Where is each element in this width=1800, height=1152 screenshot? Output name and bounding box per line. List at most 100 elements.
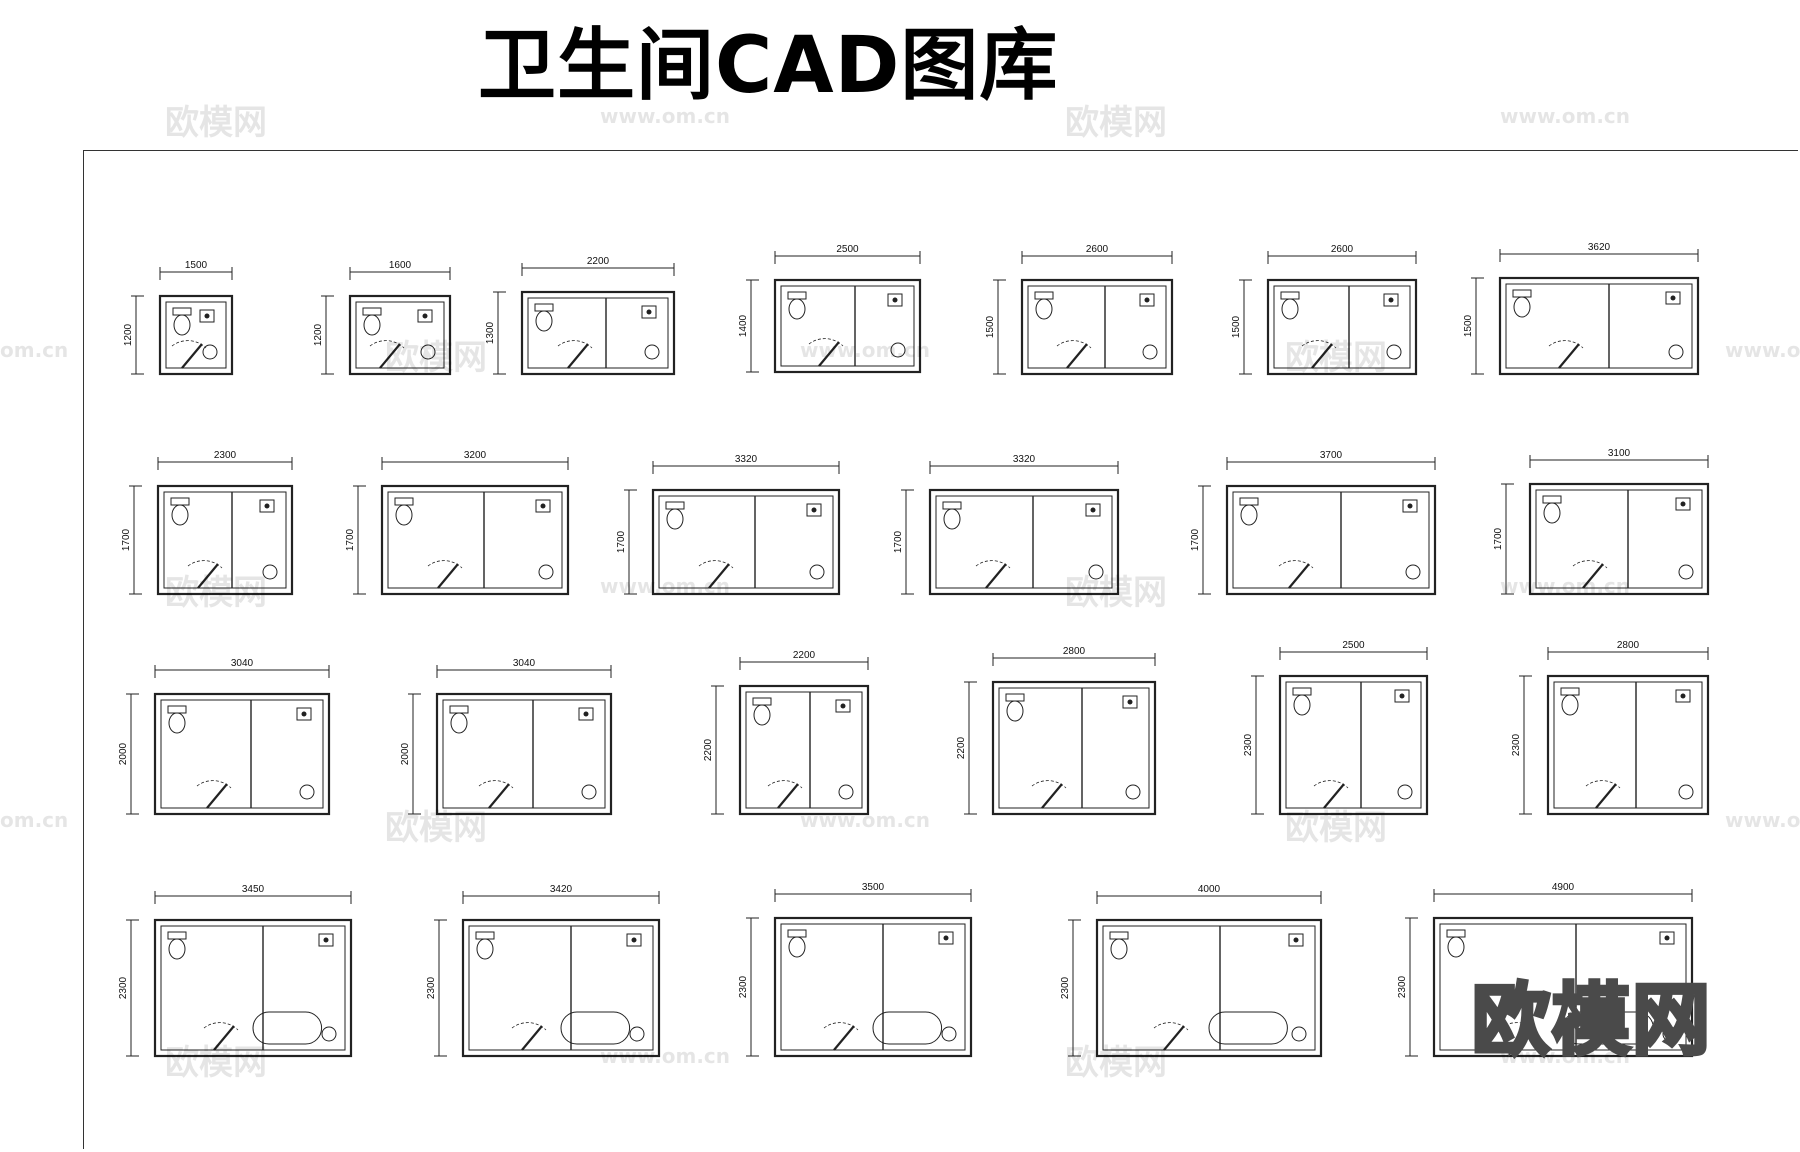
door-leaf xyxy=(521,1025,543,1051)
toilet-icon xyxy=(1240,504,1258,526)
floor-drain-dot xyxy=(422,313,428,319)
bathtub-icon xyxy=(252,1011,323,1045)
width-dimension-label: 3620 xyxy=(1588,242,1611,253)
bathtub-icon xyxy=(1208,1011,1288,1045)
toilet-tank-icon xyxy=(1446,929,1466,938)
watermark-logo: 欧模网 xyxy=(165,103,267,143)
toilet-tank-icon xyxy=(665,501,685,510)
inner-wall xyxy=(658,495,834,589)
toilet-icon xyxy=(171,504,189,526)
toilet-tank-icon xyxy=(475,931,495,940)
door-leaf xyxy=(1311,343,1333,369)
toilet-tank-icon xyxy=(1542,495,1562,504)
width-dimension-label: 2200 xyxy=(587,256,610,267)
height-dimension-label: 1500 xyxy=(1231,315,1242,338)
inner-wall xyxy=(165,301,227,369)
inner-wall xyxy=(1553,681,1703,809)
width-dimension-label: 3320 xyxy=(1013,454,1036,465)
drawing-frame xyxy=(83,150,1798,1149)
door-leaf xyxy=(833,1025,855,1051)
outer-wall xyxy=(1278,674,1429,816)
watermark-url: www.om.cn xyxy=(1500,574,1631,598)
height-dimension-label: 2200 xyxy=(956,736,967,759)
toilet-icon xyxy=(363,314,381,336)
inner-wall xyxy=(1102,925,1316,1051)
watermark-logo: 欧模网 xyxy=(165,573,267,613)
door-leaf xyxy=(197,563,219,589)
inner-wall xyxy=(1273,285,1411,369)
door-leaf xyxy=(985,563,1007,589)
toilet-tank-icon xyxy=(167,705,187,714)
inner-wall xyxy=(745,691,863,809)
toilet-icon xyxy=(788,936,806,958)
toilet-tank-icon xyxy=(394,497,414,506)
height-dimension-label: 1400 xyxy=(738,314,749,337)
basin-icon xyxy=(321,1026,337,1042)
outer-wall xyxy=(651,488,841,596)
toilet-tank-icon xyxy=(1034,291,1054,300)
toilet-tank-icon xyxy=(167,931,187,940)
inner-wall xyxy=(1505,283,1693,369)
floor-drain-icon xyxy=(1675,689,1691,703)
basin-icon xyxy=(644,344,660,360)
basin-icon xyxy=(838,784,854,800)
floor-drain-dot xyxy=(1407,503,1413,509)
outer-wall xyxy=(773,916,973,1058)
toilet-icon xyxy=(1513,296,1531,318)
door-leaf xyxy=(1288,563,1310,589)
floor-drain-icon xyxy=(806,503,822,517)
basin-icon xyxy=(1397,784,1413,800)
width-dimension-label: 2500 xyxy=(836,244,859,255)
floor-drain-dot xyxy=(631,937,637,943)
basin-icon xyxy=(1405,564,1421,580)
floor-drain-dot xyxy=(1090,507,1096,513)
floor-drain-icon xyxy=(1659,931,1675,945)
page-title: 卫生间CAD图库 xyxy=(478,21,1059,111)
door-leaf xyxy=(181,343,203,369)
floor-drain-icon xyxy=(1139,293,1155,307)
floor-drain-dot xyxy=(1127,699,1133,705)
inner-wall xyxy=(527,297,669,369)
toilet-icon xyxy=(1006,700,1024,722)
inner-wall xyxy=(1232,491,1430,589)
door-leaf xyxy=(777,783,799,809)
floor-drain-icon xyxy=(938,931,954,945)
bathtub-icon xyxy=(1562,1011,1654,1045)
height-dimension-label: 2300 xyxy=(1243,733,1254,756)
basin-icon xyxy=(1662,1026,1678,1042)
basin-icon xyxy=(1668,344,1684,360)
watermark-url: www.om.cn xyxy=(600,574,731,598)
door-leaf xyxy=(1510,1025,1532,1051)
inner-wall xyxy=(780,923,966,1051)
floor-drain-icon xyxy=(1383,293,1399,307)
basin-icon xyxy=(538,564,554,580)
width-dimension-label: 3200 xyxy=(464,450,487,461)
floor-drain-dot xyxy=(1680,693,1686,699)
inner-wall xyxy=(1439,923,1687,1051)
floor-drain-dot xyxy=(204,313,210,319)
toilet-tank-icon xyxy=(1109,931,1129,940)
watermark-logo: 欧模网 xyxy=(1065,103,1167,143)
toilet-icon xyxy=(395,504,413,526)
width-dimension-label: 3420 xyxy=(550,884,573,895)
height-dimension-label: 2000 xyxy=(400,742,411,765)
floor-drain-icon xyxy=(641,305,657,319)
width-dimension-label: 3100 xyxy=(1608,448,1631,459)
floor-drain-dot xyxy=(1293,937,1299,943)
height-dimension-label: 1700 xyxy=(1493,527,1504,550)
inner-wall xyxy=(355,301,445,369)
door-leaf xyxy=(213,1025,235,1051)
outer-wall xyxy=(1528,482,1710,596)
basin-icon xyxy=(890,342,906,358)
toilet-icon xyxy=(173,314,191,336)
toilet-icon xyxy=(168,938,186,960)
toilet-tank-icon xyxy=(449,705,469,714)
watermark-url: www.om.cn xyxy=(800,808,931,832)
outer-wall xyxy=(461,918,661,1058)
